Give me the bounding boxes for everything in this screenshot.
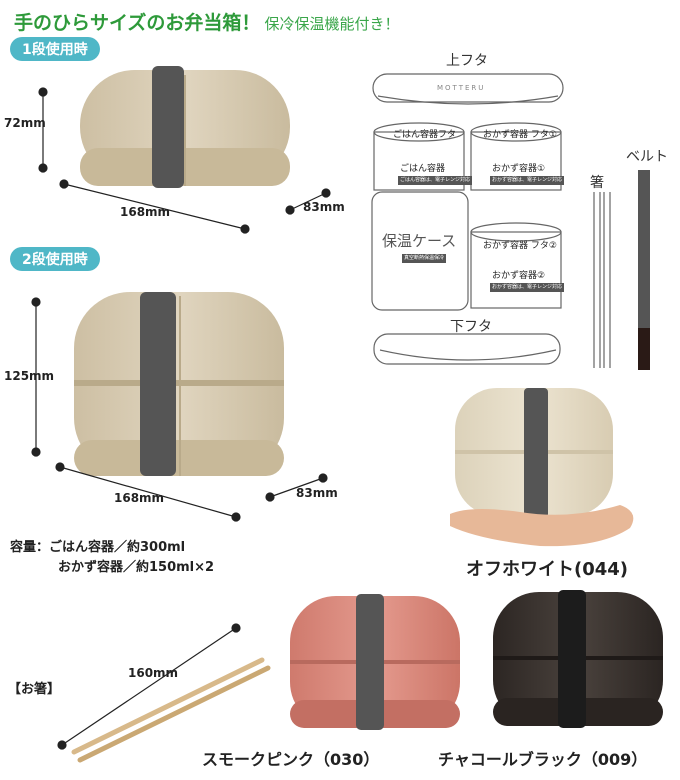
capacity-info: 容量：ごはん容器／約300ml おかず容器／約150ml×2	[10, 538, 214, 578]
headline-sub: 保冷保温機能付き！	[264, 15, 400, 33]
off-white-product	[450, 388, 634, 547]
headline: 手のひらサイズのお弁当箱！保冷保温機能付き！	[14, 8, 399, 35]
off-white-caption: オフホワイト(044)	[466, 559, 629, 580]
one-tier-width: 168mm	[120, 205, 171, 219]
chopsticks-dimension-line	[57, 623, 241, 750]
two-tier-height: 125mm	[4, 369, 55, 383]
two-tier-badge: 2段使用時	[10, 247, 100, 271]
one-tier-box	[80, 66, 290, 188]
chopsticks-product	[71, 657, 271, 763]
rice-container-note: ごはん容器は、電子レンジ対応	[398, 176, 473, 185]
smoke-pink-caption: スモークピンク（030）	[202, 750, 380, 769]
smoke-pink-product	[290, 594, 460, 730]
one-tier-height: 72mm	[4, 116, 46, 130]
insulated-case-label: 保温ケース	[382, 232, 457, 250]
chopsticks-badge: 【お箸】	[8, 682, 61, 697]
top-lid-label: 上フタ	[446, 53, 488, 69]
insulated-case-note: 真空断熱保温保冷	[402, 254, 447, 263]
side-container-1-label: おかず容器①	[492, 164, 546, 174]
one-tier-badge: 1段使用時	[10, 37, 100, 61]
chopsticks-length: 160mm	[128, 666, 179, 680]
two-tier-dimension-lines	[31, 297, 328, 522]
two-tier-depth: 83mm	[296, 486, 338, 500]
rice-lid-label: ごはん容器フタ	[393, 130, 457, 140]
two-tier-width: 168mm	[114, 491, 165, 505]
charcoal-black-product	[493, 590, 663, 728]
side-lid-2-label: おかず容器 フタ②	[483, 241, 557, 251]
bottom-lid-label: 下フタ	[450, 319, 492, 335]
headline-main: 手のひらサイズのお弁当箱！	[14, 12, 261, 34]
belt-illustration	[638, 170, 650, 370]
chopsticks-label: 箸	[590, 175, 604, 191]
charcoal-black-caption: チャコールブラック（009）	[438, 750, 648, 769]
side-lid-1-label: おかず容器 フタ①	[483, 130, 557, 140]
two-tier-box	[74, 292, 284, 476]
side-container-1-note: おかず容器は、電子レンジ対応	[490, 176, 565, 185]
one-tier-depth: 83mm	[303, 200, 345, 214]
belt-label: ベルト	[626, 149, 668, 165]
rice-container-label: ごはん容器	[400, 164, 446, 174]
capacity-line-1: 容量：ごはん容器／約300ml	[10, 540, 186, 555]
side-container-2-note: おかず容器は、電子レンジ対応	[490, 283, 565, 292]
capacity-line-2: おかず容器／約150ml×2	[58, 560, 215, 575]
brand-label: MOTTERU	[437, 84, 486, 92]
side-container-2-label: おかず容器②	[492, 271, 546, 281]
one-tier-dimension-lines	[38, 87, 331, 234]
exploded-diagram	[371, 73, 611, 368]
